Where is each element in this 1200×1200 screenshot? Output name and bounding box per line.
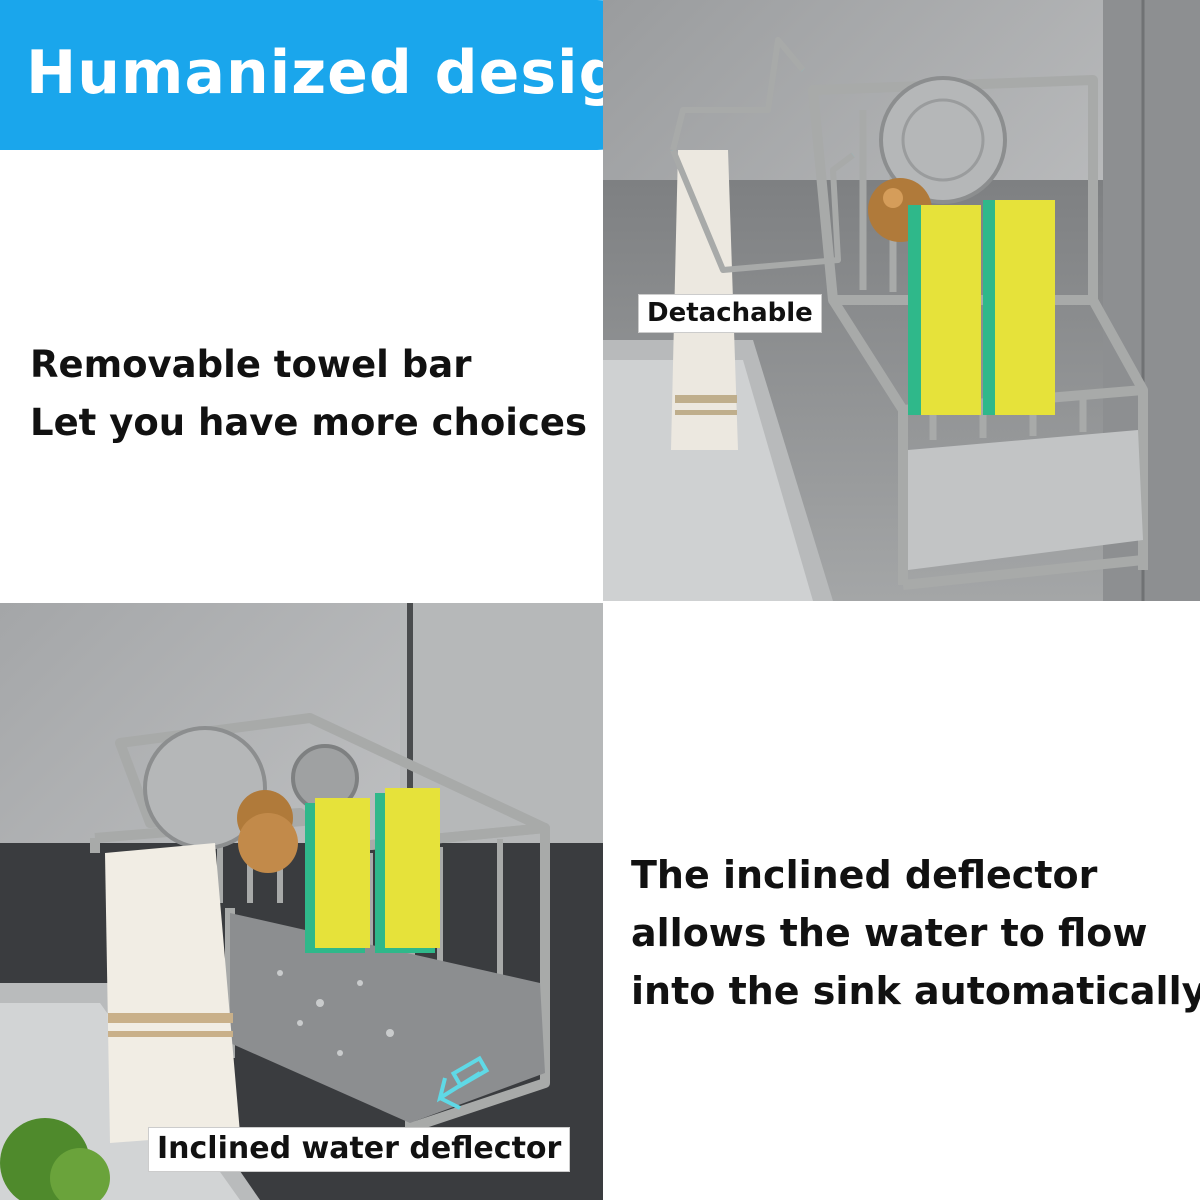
detachable-rack-photo xyxy=(603,0,1200,601)
deflector-line-2: allows the water to flow xyxy=(631,911,1148,955)
inclined-deflector-label: Inclined water deflector xyxy=(148,1127,571,1172)
towel-bar-line-2: Let you have more choices xyxy=(30,401,588,444)
page-title: Humanized design xyxy=(26,38,667,108)
deflector-description: The inclined deflector allows the water … xyxy=(631,846,1200,1020)
deflector-line-1: The inclined deflector xyxy=(631,853,1098,897)
deflector-rack-photo xyxy=(0,603,603,1200)
deflector-line-3: into the sink automatically. xyxy=(631,969,1200,1013)
towel-bar-line-1: Removable towel bar xyxy=(30,343,472,386)
header-banner: Humanized design xyxy=(0,0,672,150)
detachable-label: Detachable xyxy=(638,294,822,333)
towel-bar-description: Removable towel bar Let you have more ch… xyxy=(30,336,587,452)
